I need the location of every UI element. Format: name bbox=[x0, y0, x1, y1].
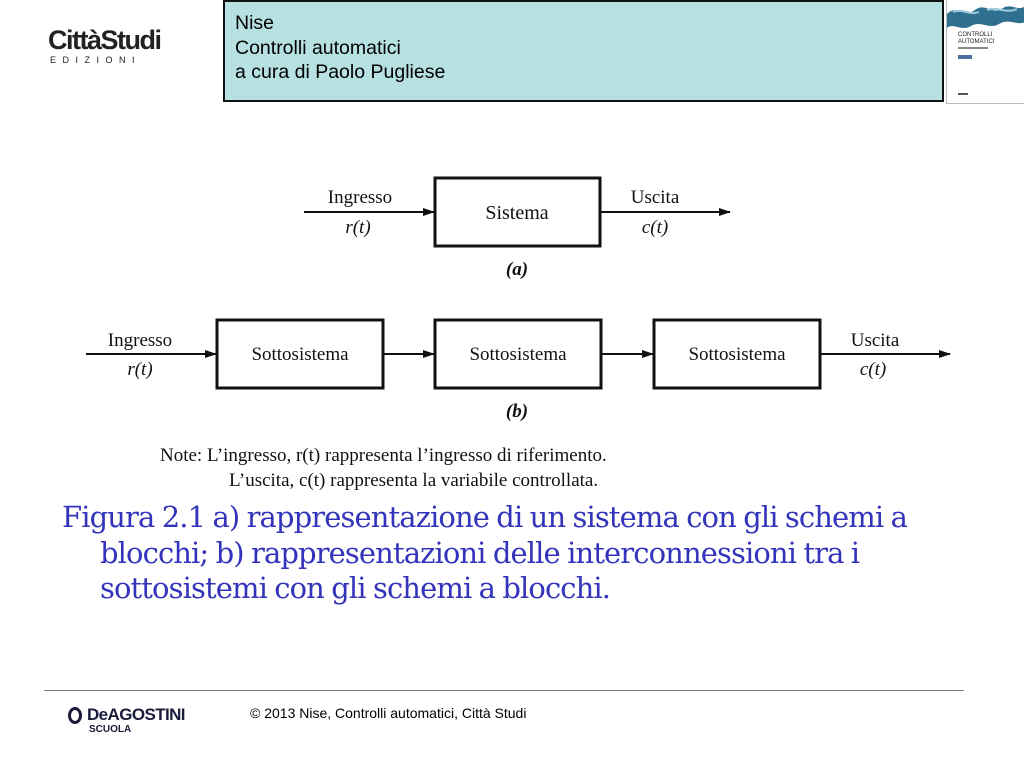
diagram-b-input-signal: r(t) bbox=[127, 359, 152, 380]
diagram-b-subsystem-label-1: Sottosistema bbox=[251, 344, 349, 365]
deagostini-logo-brand: DeAGOSTINI bbox=[87, 705, 186, 724]
cover-title-line1: CONTROLLI bbox=[958, 32, 993, 38]
diagram-a: Ingresso r(t) Sistema Uscita c(t) (a) bbox=[304, 176, 731, 280]
diagram-b-output-label: Uscita bbox=[851, 330, 900, 351]
diagram-a-output-label: Uscita bbox=[631, 187, 680, 208]
book-cover-thumbnail: CONTROLLI AUTOMATICI bbox=[946, 0, 1024, 104]
diagram-b-tag: (b) bbox=[506, 401, 528, 422]
deagostini-logo-mark-icon bbox=[68, 707, 82, 724]
cittastudi-logo: CittàStudi EDIZIONI bbox=[48, 26, 163, 70]
block-diagram-figure: Ingresso r(t) Sistema Uscita c(t) (a) In… bbox=[86, 176, 951, 491]
footer-copyright: © 2013 Nise, Controlli automatici, Città… bbox=[250, 705, 527, 721]
diagram-a-output-signal: c(t) bbox=[642, 217, 668, 238]
diagram-a-tag: (a) bbox=[506, 259, 528, 280]
diagram-b: Ingresso r(t) Sottosistema Sottosistema … bbox=[86, 318, 951, 422]
header-author: Nise bbox=[235, 12, 275, 34]
diagram-a-input-label: Ingresso bbox=[328, 187, 392, 208]
deagostini-logo-sub: SCUOLA bbox=[89, 724, 132, 735]
diagram-b-subsystem-block-3 bbox=[652, 318, 822, 390]
figure-note-line1: Note: L’ingresso, r(t) rappresenta l’ing… bbox=[160, 445, 607, 466]
diagram-a-system-label: Sistema bbox=[485, 202, 548, 224]
cover-title-line2: AUTOMATICI bbox=[958, 39, 995, 45]
cittastudi-logo-sub: EDIZIONI bbox=[50, 55, 142, 65]
diagram-b-output-signal: c(t) bbox=[860, 359, 886, 380]
diagram-a-input-signal: r(t) bbox=[345, 217, 370, 238]
header-book-title: Controlli automatici bbox=[235, 36, 401, 59]
diagram-a-system-block bbox=[433, 176, 602, 248]
figure-note-line2: L’uscita, c(t) rappresenta la variabile … bbox=[229, 470, 598, 491]
figure-caption: Figura 2.1 a) rappresentazione di un sis… bbox=[62, 500, 908, 605]
diagram-b-subsystem-block-1 bbox=[215, 318, 385, 390]
cittastudi-logo-name: CittàStudi bbox=[48, 25, 162, 55]
deagostini-logo: DeAGOSTINI SCUOLA bbox=[68, 705, 208, 738]
diagram-b-subsystem-block-2 bbox=[433, 318, 603, 390]
footer-divider bbox=[44, 690, 964, 691]
diagram-b-subsystem-label-2: Sottosistema bbox=[469, 344, 567, 365]
diagram-b-input-label: Ingresso bbox=[108, 330, 172, 351]
header-title-box: Nise Controlli automatici a cura di Paol… bbox=[223, 0, 944, 102]
header-editor: a cura di Paolo Pugliese bbox=[235, 61, 446, 83]
diagram-b-subsystem-label-3: Sottosistema bbox=[688, 344, 786, 365]
